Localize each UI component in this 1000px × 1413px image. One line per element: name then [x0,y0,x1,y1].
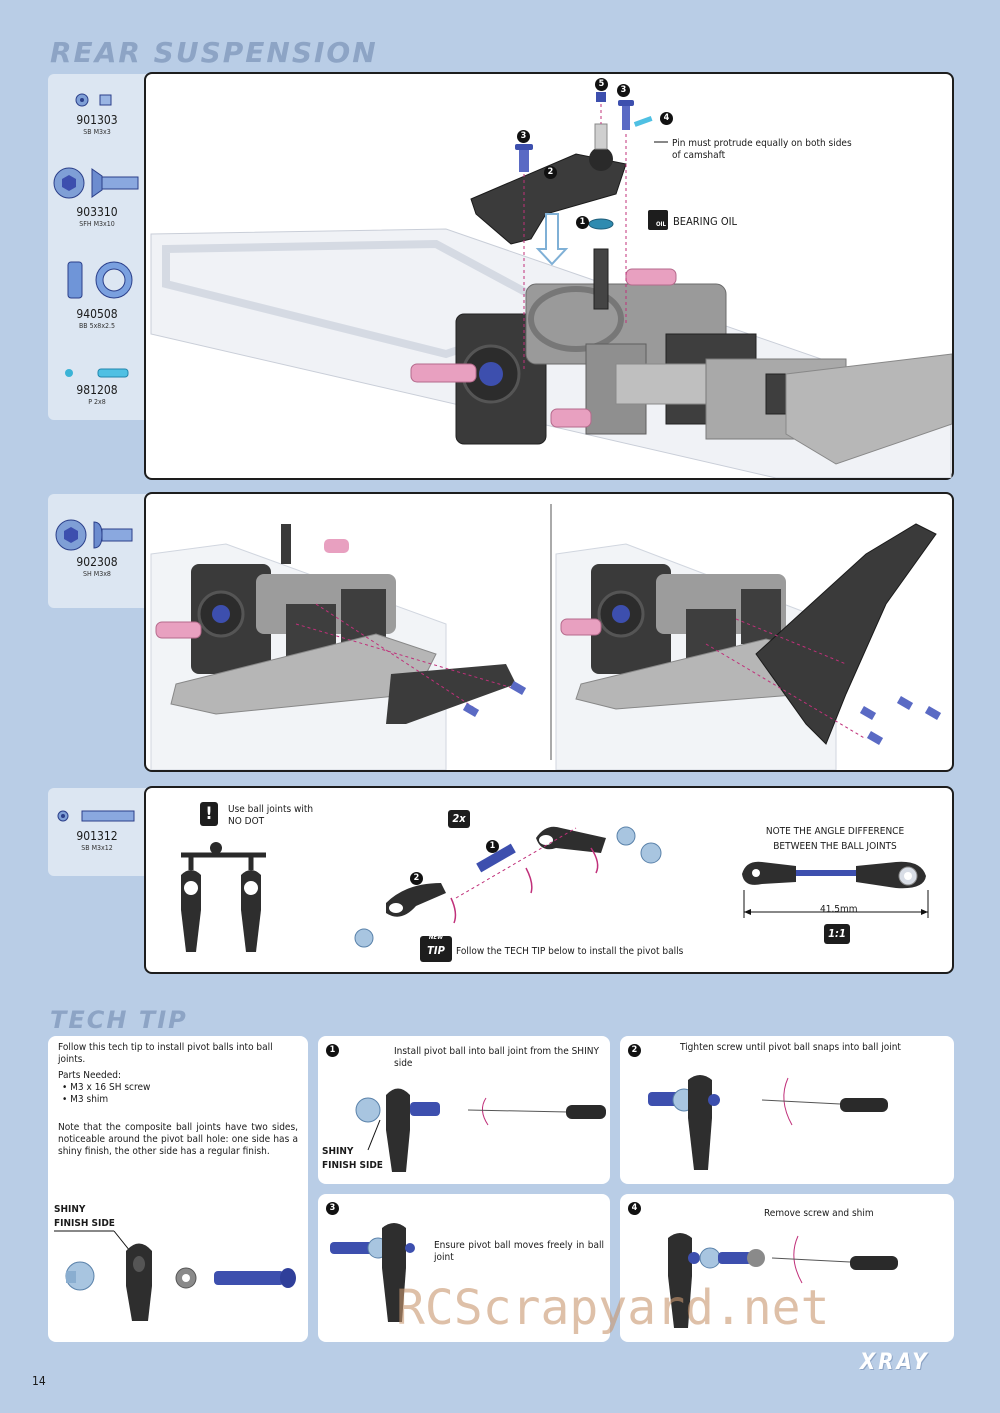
tech-tip-reference: Follow the TECH TIP below to install the… [456,946,684,957]
socket-head-screw-icon [55,519,133,551]
tip-step-number: 2 [628,1044,641,1057]
step3-panel: ! Use ball joints with NO DOT 2x 1 2 NEW… [144,786,954,974]
section-title-rear-suspension: REAR SUSPENSION [50,36,378,69]
tech-tip-step-3: 3 Ensure pivot ball moves freely in ball… [318,1194,610,1342]
tip-step-text: Remove screw and shim [764,1208,874,1219]
set-screw-long-icon [57,810,135,822]
quantity-badge: 2x [448,810,470,828]
remove-screw-illustration [668,1233,898,1328]
set-screw-icon [75,93,112,107]
tech-tip-step-2: 2 Tighten screw until pivot ball snaps i… [620,1036,954,1184]
callout-5: 5 [595,78,608,91]
callout-2: 2 [544,166,557,179]
shock-tower-mount-illustration [150,504,942,770]
callout-4: 4 [660,112,673,125]
oil-icon: OIL [648,210,668,230]
callout-1: 1 [576,216,589,229]
shiny-label: SHINY [322,1146,354,1157]
parts-needed-heading: Parts Needed: [58,1070,122,1081]
ball-joint-no-dot-note: Use ball joints with NO DOT [228,804,314,827]
ball-bearing-icon [67,261,133,299]
shiny-label: SHINY [54,1204,86,1215]
watermark: RCScrapyard.net [396,1280,830,1336]
tip-step-text: Ensure pivot ball moves freely in ball j… [434,1240,604,1263]
tip-step-number: 3 [326,1202,339,1215]
callout-3-left: 3 [517,130,530,143]
flat-head-screw-icon [53,167,139,199]
scale-badge: 1:1 [824,924,850,944]
parts-needed-item: • M3 shim [62,1094,109,1105]
callout-3-right: 3 [617,84,630,97]
turnbuckle-length: 41.5mm [820,904,858,915]
completed-turnbuckle-illustration [742,861,929,918]
rear-gearbox-assembly-illustration [150,92,952,478]
bearing-oil-label: BEARING OIL [673,215,738,228]
tighten-screw-illustration [648,1075,888,1170]
tip-step-text: Tighten screw until pivot ball snaps int… [680,1042,901,1053]
tech-tip-step-4: 4 Remove screw and shim [620,1194,954,1342]
callout-2-step3: 2 [410,872,423,885]
callout-1-step3: 1 [486,840,499,853]
pivot-ball-parts-illustration [54,1230,296,1321]
tech-tip-intro: Follow this tech tip to install pivot ba… [58,1042,273,1065]
tip-badge: NEW TIP [420,934,452,962]
warning-icon: ! [200,802,218,826]
ball-joint-tree-illustration [181,842,266,952]
pin-protrude-note: Pin must protrude equally on both sides … [672,138,852,161]
tip-step-number: 4 [628,1202,641,1215]
step1-panel: 5 3 4 3 2 1 Pin must protrude equally on… [144,72,954,480]
check-pivot-ball-illustration [330,1223,415,1322]
tech-tip-step-1: 1 Install pivot ball into ball joint fro… [318,1036,610,1184]
pin-icon [65,368,129,378]
turnbuckle-assembly-illustration [354,826,662,948]
install-pivot-ball-illustration [355,1088,606,1172]
angle-difference-note: NOTE THE ANGLE DIFFERENCE BETWEEN THE BA… [765,826,905,852]
finish-side-note: Note that the composite ball joints have… [58,1122,298,1157]
tip-badge-top: NEW [428,934,444,941]
step2-panel [144,492,954,772]
tip-step-number: 1 [326,1044,339,1057]
tip-step-text: Install pivot ball into ball joint from … [394,1046,599,1069]
page-number: 14 [32,1374,46,1388]
finish-side-label: FINISH SIDE [54,1218,115,1229]
tech-tip-intro-box: Follow this tech tip to install pivot ba… [48,1036,308,1342]
parts-needed-item: • M3 x 16 SH screw [62,1082,151,1093]
section-title-tech-tip: TECH TIP [50,1006,188,1034]
brand-logo: XRAY [860,1350,930,1375]
finish-side-label: FINISH SIDE [322,1160,383,1171]
